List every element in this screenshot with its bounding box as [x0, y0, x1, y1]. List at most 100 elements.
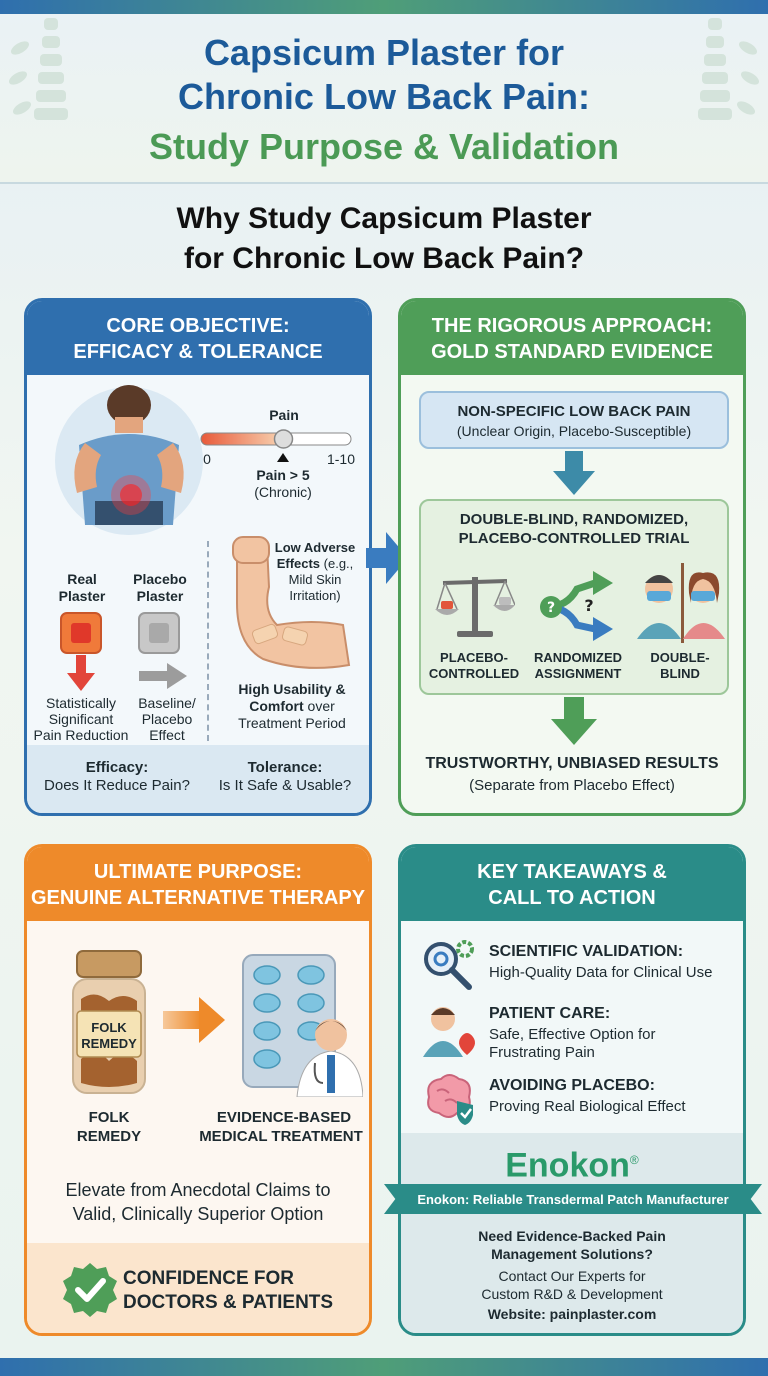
cta-line-2: Management Solutions? [491, 1246, 653, 1262]
website-link[interactable]: Website: painplaster.com [487, 1306, 657, 1322]
adverse-line-3: Mild Skin [288, 572, 342, 587]
folk-remedy-label-1: FOLK [88, 1109, 130, 1126]
takeaways-heading-line-2: CALL TO ACTION [488, 887, 656, 909]
main-title-line-1: Capsicum Plaster for [203, 32, 565, 73]
nslbp-box: NON-SPECIFIC LOW BACK PAIN (Unclear Orig… [419, 391, 729, 449]
result-subtitle: (Separate from Placebo Effect) [469, 777, 675, 794]
real-result-line-2: Significant [48, 711, 114, 727]
placebo-plaster-icon [138, 612, 187, 689]
hero-banner [0, 14, 768, 184]
placebo-plaster-label-1: Placebo [133, 571, 187, 587]
purpose-heading-line-2: GENUINE ALTERNATIVE THERAPY [30, 887, 366, 909]
main-title-line-2: Chronic Low Back Pain: [177, 76, 591, 117]
registered-mark: ® [629, 1153, 639, 1167]
brand-name: Enokon [505, 1146, 630, 1185]
result-title: TRUSTWORTHY, UNBIASED RESULTS [425, 755, 719, 772]
bottom-accent-bar [0, 1358, 768, 1376]
rigorous-approach-header: THE RIGOROUS APPROACH: GOLD STANDARD EVI… [401, 301, 743, 375]
connector-arrow-icon [366, 532, 408, 584]
nslbp-subtitle: (Unclear Origin, Placebo-Susceptible) [456, 423, 692, 439]
pill-blister-doctor-icon [242, 954, 363, 1097]
brand-cta-area [401, 1133, 743, 1333]
jar-label-line-2: REMEDY [81, 1036, 137, 1051]
real-result-line-1: Statistically [45, 695, 117, 711]
efficacy-title: Efficacy: [85, 759, 149, 776]
ultimate-purpose-header: ULTIMATE PURPOSE: GENUINE ALTERNATIVE TH… [27, 847, 369, 921]
placebo-controlled-line-2: CONTROLLED [428, 666, 520, 681]
key-takeaways-header: KEY TAKEAWAYS & CALL TO ACTION [401, 847, 743, 921]
spine-leaf-icon-left [8, 18, 68, 120]
takeaway-2-title: PATIENT CARE: [489, 1005, 611, 1022]
main-title-line-3: Study Purpose & Validation [148, 126, 620, 167]
trial-box: DOUBLE-BLIND, RANDOMIZED, PLACEBO-CONTRO… [419, 499, 729, 695]
magnifier-gear-icon [424, 940, 474, 990]
scale-min-label: 0 [203, 451, 211, 467]
cta-line-1: Need Evidence-Backed Pain [478, 1228, 666, 1244]
placebo-result-line-1: Baseline/ [138, 695, 196, 711]
spine-leaf-icon-right [698, 18, 760, 120]
nslbp-title: NON-SPECIFIC LOW BACK PAIN [457, 403, 691, 420]
ribbon-text: Enokon: Reliable Transdermal Patch Manuf… [417, 1192, 729, 1207]
confidence-line-2: DOCTORS & PATIENTS [123, 1292, 334, 1313]
patient-heart-icon [423, 1007, 475, 1057]
core-heading-line-2: EFFICACY & TOLERANCE [73, 341, 323, 363]
randomized-line-2: ASSIGNMENT [534, 666, 622, 681]
ultimate-purpose-panel: ULTIMATE PURPOSE: GENUINE ALTERNATIVE TH… [24, 844, 372, 1336]
question-line-1: Why Study Capsicum Plaster [176, 202, 592, 235]
real-result-line-3: Pain Reduction [33, 727, 129, 743]
adverse-effects-word: Effects [276, 556, 321, 571]
takeaway-1-title: SCIENTIFIC VALIDATION: [489, 943, 684, 960]
key-takeaways-panel: KEY TAKEAWAYS & CALL TO ACTION SCIENTIFI… [398, 844, 746, 1336]
column-divider [207, 541, 209, 741]
placebo-plaster-label-2: Plaster [136, 588, 184, 604]
approach-heading-line-2: GOLD STANDARD EVIDENCE [431, 341, 713, 363]
svg-text:?: ? [584, 596, 593, 615]
real-plaster-label-2: Plaster [58, 588, 106, 604]
upgrade-arrow-icon [163, 997, 225, 1043]
top-accent-bar [0, 0, 768, 14]
takeaway-1-text: High-Quality Data for Clinical Use [489, 964, 713, 981]
usability-line-3: Treatment Period [238, 715, 346, 731]
takeaway-2-text-2: Frustrating Pain [489, 1044, 595, 1061]
adverse-line-4: Irritation) [289, 588, 341, 603]
approach-heading-line-1: THE RIGOROUS APPROACH: [431, 315, 713, 337]
balance-scale-icon [435, 577, 515, 637]
arm-with-patch-icon [232, 536, 351, 669]
ebm-label-1: EVIDENCE-BASED [216, 1109, 352, 1126]
trial-title-line-2: PLACEBO-CONTROLLED TRIAL [458, 530, 690, 547]
double-blind-line-2: BLIND [660, 666, 700, 681]
jar-label-line-1: FOLK [91, 1020, 127, 1035]
cta-line-3: Contact Our Experts for [498, 1268, 646, 1284]
svg-text:?: ? [547, 600, 555, 616]
double-blind-people-icon [637, 563, 725, 643]
efficacy-question: Does It Reduce Pain? [44, 777, 190, 794]
usability-line-2: Comfort over [217, 698, 367, 715]
core-objective-header: CORE OBJECTIVE: EFFICACY & TOLERANCE [27, 301, 369, 375]
placebo-result-line-3: Effect [149, 727, 185, 743]
pain-scale-knob [273, 429, 294, 449]
elevate-line-2: Valid, Clinically Superior Option [72, 1204, 324, 1224]
confidence-line-1: CONFIDENCE FOR [123, 1268, 294, 1289]
adverse-line-1: Low Adverse [274, 540, 356, 555]
tolerance-question: Is It Safe & Usable? [218, 777, 352, 794]
manufacturer-ribbon [384, 1184, 762, 1214]
back-pain-person-icon [55, 385, 203, 535]
pain-threshold-marker-icon [277, 453, 289, 462]
question-line-2: for Chronic Low Back Pain? [183, 242, 585, 275]
efficacy-tolerance-footer [27, 745, 369, 813]
takeaway-3-title: AVOIDING PLACEBO: [489, 1077, 655, 1094]
rigorous-approach-panel: THE RIGOROUS APPROACH: GOLD STANDARD EVI… [398, 298, 746, 816]
brain-shield-icon [427, 1074, 473, 1125]
placebo-controlled-line-1: PLACEBO- [440, 650, 508, 665]
trial-title-line-1: DOUBLE-BLIND, RANDOMIZED, [459, 511, 689, 528]
placebo-result-line-2: Placebo [141, 711, 193, 727]
elevate-line-1: Elevate from Anecdotal Claims to [65, 1180, 331, 1200]
check-badge-icon [63, 1263, 117, 1317]
adverse-line-2: Effects (e.g., [265, 555, 365, 572]
comfort-word: Comfort [249, 698, 304, 714]
adverse-eg: (e.g., [320, 556, 354, 571]
real-plaster-icon [60, 612, 102, 691]
core-objective-panel: CORE OBJECTIVE: EFFICACY & TOLERANCE Pai… [24, 298, 372, 816]
enokon-logo: Enokon® [401, 1139, 743, 1186]
randomized-line-1: RANDOMIZED [533, 650, 623, 665]
